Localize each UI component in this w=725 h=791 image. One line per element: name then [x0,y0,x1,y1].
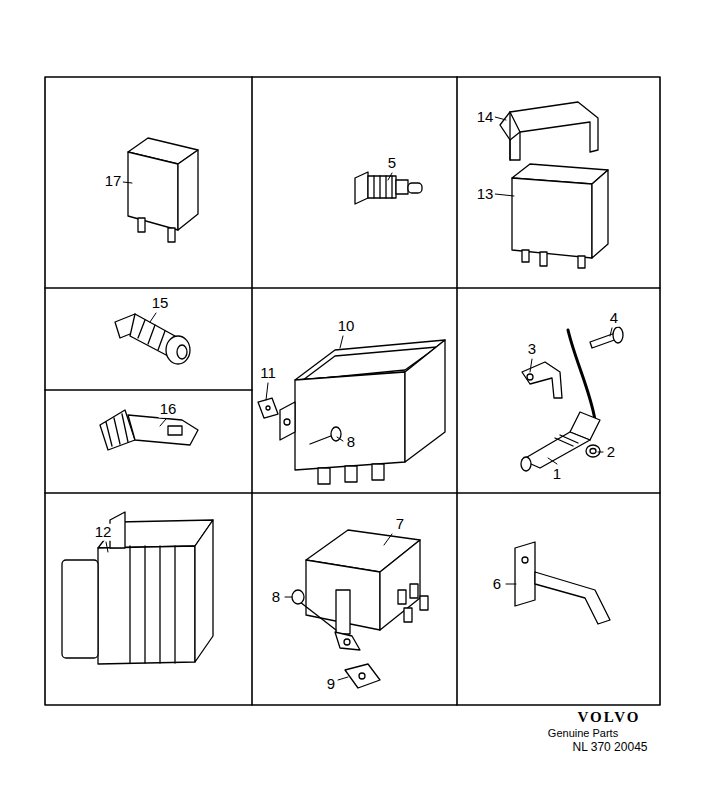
panel-grid [45,77,660,705]
callout-number: 14 [476,109,495,126]
callout-number: 7 [395,516,405,533]
callout-number: 11 [259,365,277,382]
leader-lines [106,117,612,680]
relay-13 [512,164,608,268]
callout-number: 12 [94,524,113,541]
callout-number: 8 [346,434,356,451]
callout-number: 1 [552,466,562,483]
relay-17 [128,138,198,242]
bracket-3 [522,362,562,398]
callout-number: 3 [527,341,537,358]
heatsink-12 [62,512,213,664]
callout-number: 9 [326,676,336,693]
bracket-11 [258,398,278,418]
brand-text: Genuine Parts [547,727,619,739]
module-10 [280,340,445,484]
sensor-1 [521,330,600,471]
callout-number: 10 [337,318,356,335]
brand-text: NL 370 20045 [572,741,649,754]
callout-number: 16 [159,401,178,418]
callout-number: 15 [151,295,170,312]
callout-number: 8 [271,589,281,606]
washer-2 [586,445,600,457]
callout-number: 17 [104,173,123,190]
switch-5 [355,172,422,204]
screw-8 [310,427,341,444]
bolt-4 [590,327,623,348]
bracket-6 [515,542,610,624]
relay-7 [306,530,428,650]
callout-number: 13 [476,186,495,203]
callout-number: 2 [606,444,616,461]
callout-number: 4 [609,310,619,327]
brand-text: VOLVO [576,709,641,726]
screw-8b [292,590,336,630]
callout-number: 6 [492,576,502,593]
clip-9 [345,664,380,688]
callout-number: 5 [387,155,397,172]
connector-16 [100,410,198,450]
sensor-15 [115,314,190,364]
clip-14 [500,102,598,160]
